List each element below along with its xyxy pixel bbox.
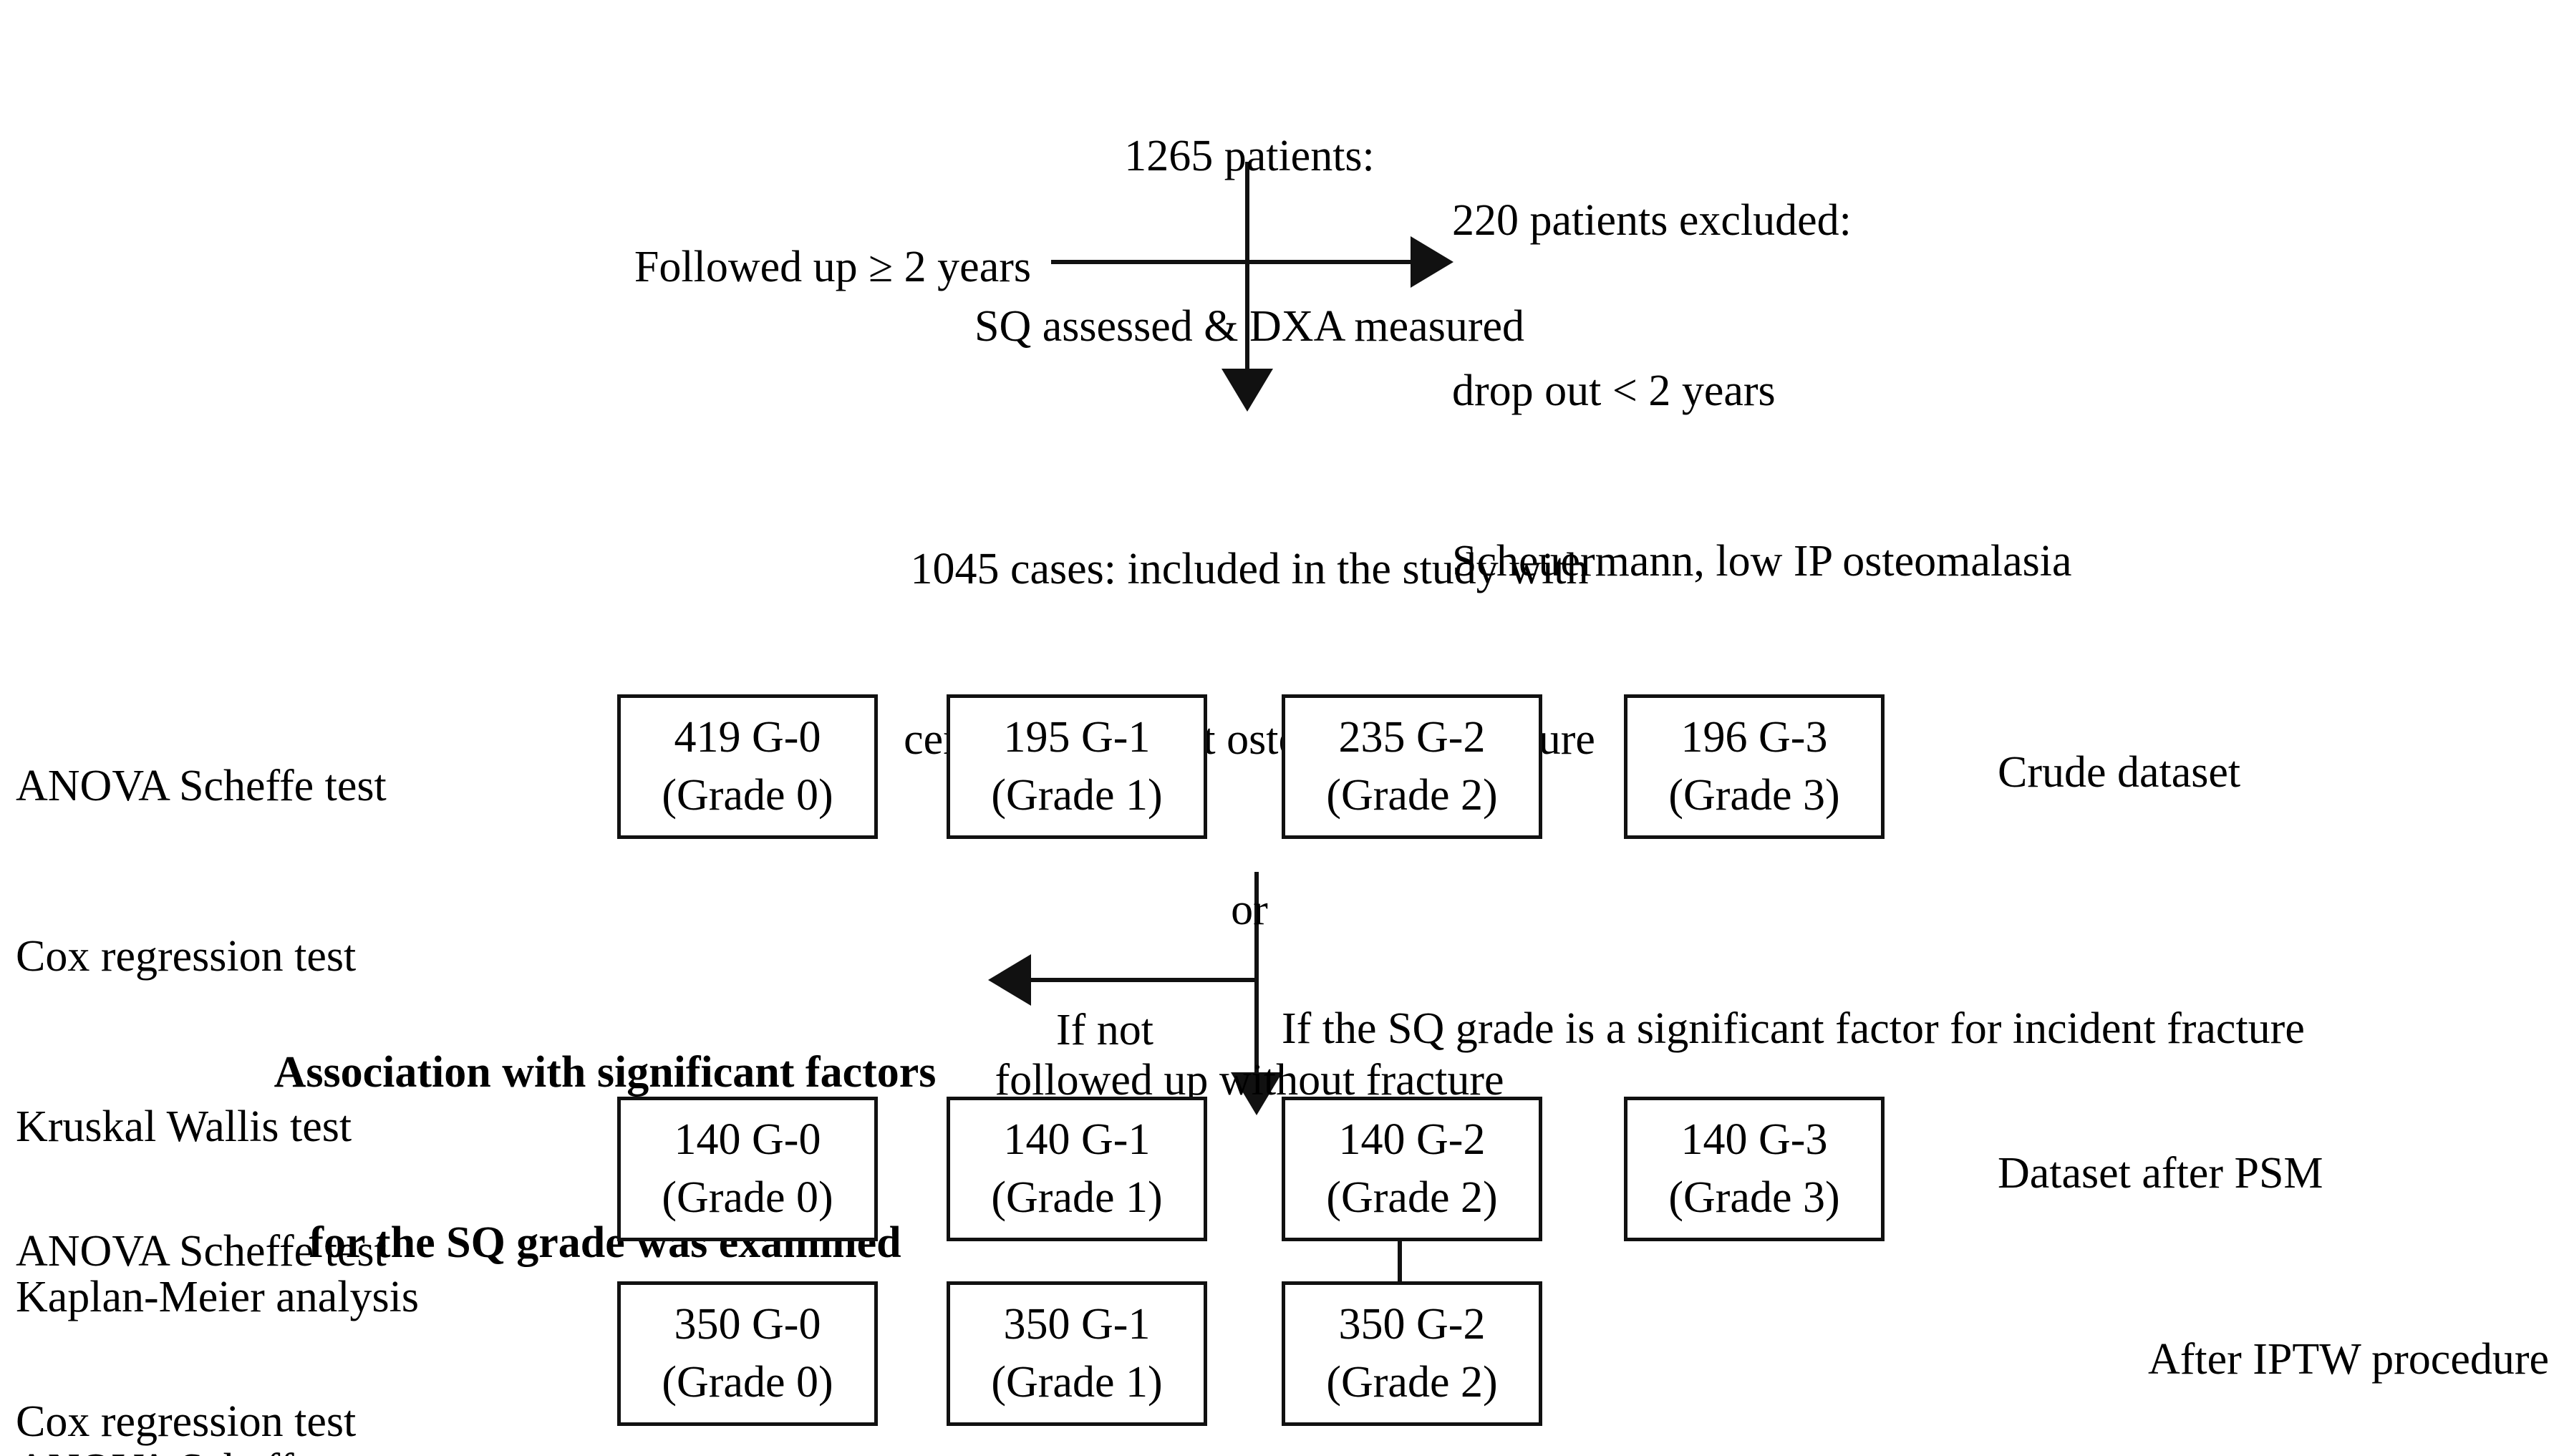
grade-box-count: 350 G-0	[674, 1300, 821, 1349]
grade-box-iptw-g1[interactable]: 350 G-1 (Grade 1)	[947, 1281, 1207, 1426]
grade-box-count: 140 G-3	[1680, 1115, 1828, 1165]
grade-box-grade: (Grade 2)	[1326, 1358, 1498, 1407]
label-association-line-1: Association with significant factors	[274, 1047, 937, 1097]
label-followed-up: Followed up ≥ 2 years	[634, 243, 1031, 291]
node-excluded-line-3: Scheuermann, low IP osteomalasia	[1452, 536, 2072, 586]
test-item-kaplan-meier: Kaplan-Meier analysis	[16, 1272, 419, 1321]
grade-box-grade: (Grade 1)	[991, 1173, 1163, 1222]
grade-box-crude-g2[interactable]: 235 G-2 (Grade 2)	[1282, 694, 1542, 839]
grade-box-psm-g3[interactable]: 140 G-3 (Grade 3)	[1624, 1097, 1885, 1241]
grade-box-count: 196 G-3	[1680, 713, 1828, 762]
grade-box-psm-g2[interactable]: 140 G-2 (Grade 2)	[1282, 1097, 1542, 1241]
label-if-not: If not	[1056, 1006, 1154, 1054]
test-list-crude: ANOVA Scheffe test Cox regression test K…	[16, 644, 632, 1440]
grade-box-crude-g1[interactable]: 195 G-1 (Grade 1)	[947, 694, 1207, 839]
test-list-iptw: ANOVA Scheffe test	[16, 1328, 632, 1456]
test-item-anova-scheffe: ANOVA Scheffe test	[16, 1226, 387, 1276]
test-item-cox-regression: Cox regression test	[16, 1397, 357, 1446]
node-total-patients-line-1: 1265 patients:	[1124, 131, 1375, 180]
row-label-crude-dataset: Crude dataset	[1998, 748, 2241, 797]
grade-box-iptw-g2[interactable]: 350 G-2 (Grade 2)	[1282, 1281, 1542, 1426]
row-label-after-iptw: After IPTW procedure	[2147, 1335, 2549, 1384]
grade-box-count: 350 G-1	[1003, 1300, 1151, 1349]
grade-box-grade: (Grade 0)	[662, 771, 833, 820]
grade-box-count: 140 G-0	[674, 1115, 821, 1165]
test-item-cox-regression: Cox regression test	[16, 931, 357, 981]
grade-box-crude-g0[interactable]: 419 G-0 (Grade 0)	[617, 694, 878, 839]
node-included-line-1: 1045 cases: included in the study with	[910, 544, 1589, 593]
test-item-anova-scheffe: ANOVA Scheffe test	[16, 1442, 632, 1456]
node-excluded-line-2: drop out < 2 years	[1452, 366, 1776, 415]
grade-box-count: 140 G-1	[1003, 1115, 1151, 1165]
node-total-patients: 1265 patients: SQ assessed & DXA measure…	[777, 14, 1722, 469]
grade-box-psm-g0[interactable]: 140 G-0 (Grade 0)	[617, 1097, 878, 1241]
grade-box-count: 419 G-0	[674, 713, 821, 762]
row-label-dataset-after-psm: Dataset after PSM	[1998, 1149, 2323, 1198]
grade-box-count: 235 G-2	[1338, 713, 1486, 762]
grade-box-grade: (Grade 1)	[991, 1358, 1163, 1407]
label-if-sq-significant: If the SQ grade is a significant factor …	[1282, 1004, 2305, 1053]
node-excluded-line-1: 220 patients excluded:	[1452, 195, 1852, 245]
grade-box-grade: (Grade 3)	[1668, 1173, 1840, 1222]
grade-box-count: 195 G-1	[1003, 713, 1151, 762]
grade-box-count: 350 G-2	[1338, 1300, 1486, 1349]
node-excluded: 220 patients excluded: drop out < 2 year…	[1452, 79, 2526, 704]
grade-box-psm-g1[interactable]: 140 G-1 (Grade 1)	[947, 1097, 1207, 1241]
test-item-anova-scheffe: ANOVA Scheffe test	[16, 761, 387, 810]
grade-box-crude-g3[interactable]: 196 G-3 (Grade 3)	[1624, 694, 1885, 839]
grade-box-grade: (Grade 2)	[1326, 771, 1498, 820]
test-list-psm: ANOVA Scheffe test Cox regression test	[16, 1110, 632, 1456]
grade-box-grade: (Grade 1)	[991, 771, 1163, 820]
grade-box-grade: (Grade 0)	[662, 1358, 833, 1407]
grade-box-iptw-g0[interactable]: 350 G-0 (Grade 0)	[617, 1281, 878, 1426]
grade-box-grade: (Grade 2)	[1326, 1173, 1498, 1222]
node-included-line-4: followed up without fracture	[995, 1055, 1504, 1105]
grade-box-count: 140 G-2	[1338, 1115, 1486, 1165]
grade-box-grade: (Grade 3)	[1668, 771, 1840, 820]
node-included-line-3: or	[1231, 885, 1268, 934]
grade-box-grade: (Grade 0)	[662, 1173, 833, 1222]
test-item-kruskal-wallis: Kruskal Wallis test	[16, 1102, 352, 1151]
node-total-patients-line-2: SQ assessed & DXA measured	[974, 301, 1524, 351]
